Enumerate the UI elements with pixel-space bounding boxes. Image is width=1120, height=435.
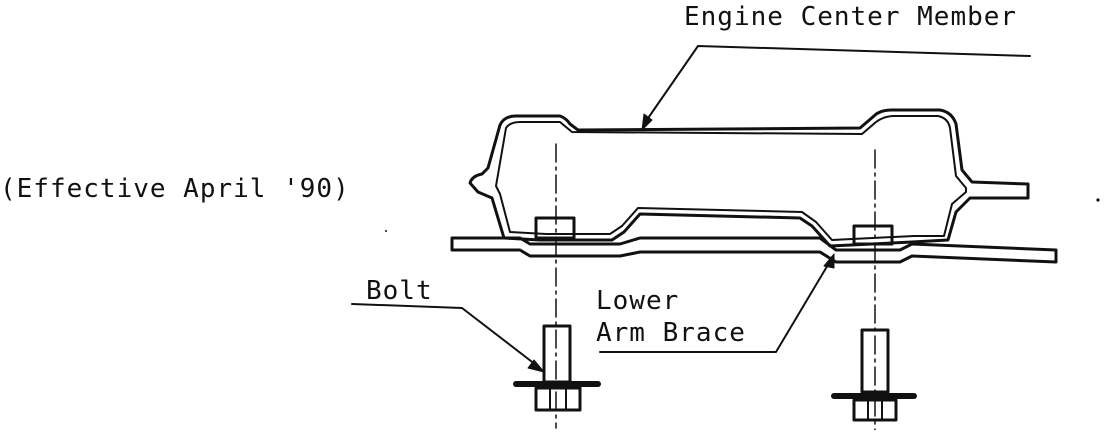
scan-speck — [385, 230, 387, 232]
lower-arm-brace-label-line1: Lower — [596, 286, 680, 316]
right-bolt — [831, 328, 917, 422]
bolt-label: Bolt — [366, 276, 433, 306]
lower-arm-brace-arrowhead — [823, 253, 835, 269]
lower-arm-brace-plate — [450, 236, 1058, 264]
right-weld-nut — [852, 224, 894, 246]
left-weld-nut — [534, 216, 576, 240]
bolt-arrowhead — [527, 359, 545, 373]
engine-center-member-leader — [643, 45, 1031, 125]
lower-arm-brace-leader — [599, 257, 833, 353]
scan-speck — [1096, 198, 1100, 202]
engine-center-member-outline — [468, 108, 1030, 248]
left-bolt — [513, 324, 601, 412]
lower-arm-brace-label-line2: Arm Brace — [596, 318, 746, 348]
bolt-leader — [351, 303, 541, 369]
effective-date-label: (Effective April '90) — [0, 174, 350, 204]
engine-center-member-arrowhead — [641, 113, 653, 131]
engine-center-member-inner-wall — [495, 115, 967, 241]
engine-center-member-label: Engine Center Member — [684, 2, 1018, 32]
